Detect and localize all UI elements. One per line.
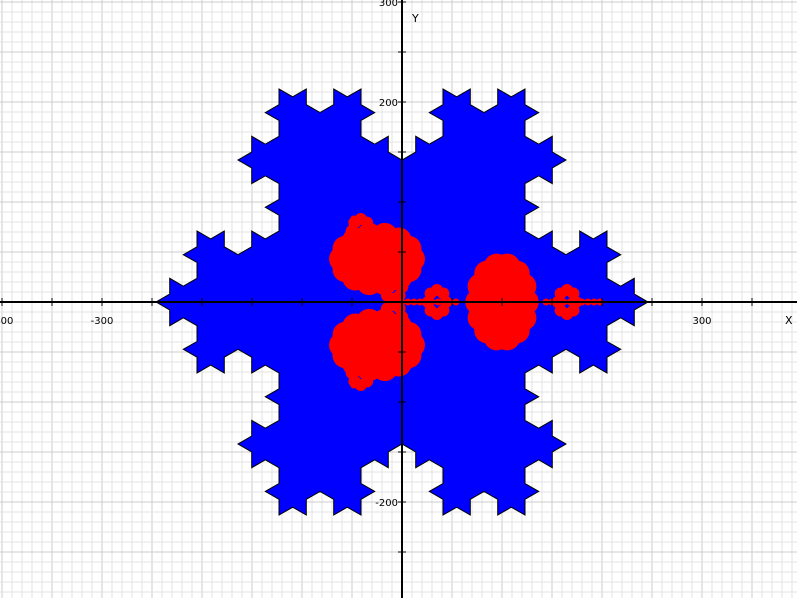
y-tick-label: 200 [379, 98, 398, 109]
y-tick-label: 300 [379, 0, 398, 9]
small-lobe [567, 304, 580, 317]
small-cluster [378, 268, 409, 305]
tick-marks: -400 -300 300 300 200 -200 [0, 0, 753, 553]
red-cluster [465, 253, 539, 351]
x-tick-label: 300 [692, 316, 711, 327]
small-lobe [361, 233, 374, 246]
small-lobe [437, 304, 450, 317]
small-cluster [345, 213, 376, 250]
y-axis-label: Y [411, 12, 419, 25]
small-lobe [361, 375, 374, 388]
x-axis-label: X [785, 314, 793, 327]
small-cluster [345, 354, 376, 391]
y-tick-label: -200 [375, 498, 398, 509]
x-tick-label: -300 [91, 316, 114, 327]
small-lobe [393, 319, 406, 332]
small-cluster [422, 284, 452, 320]
x-tick-label: -400 [0, 316, 13, 327]
